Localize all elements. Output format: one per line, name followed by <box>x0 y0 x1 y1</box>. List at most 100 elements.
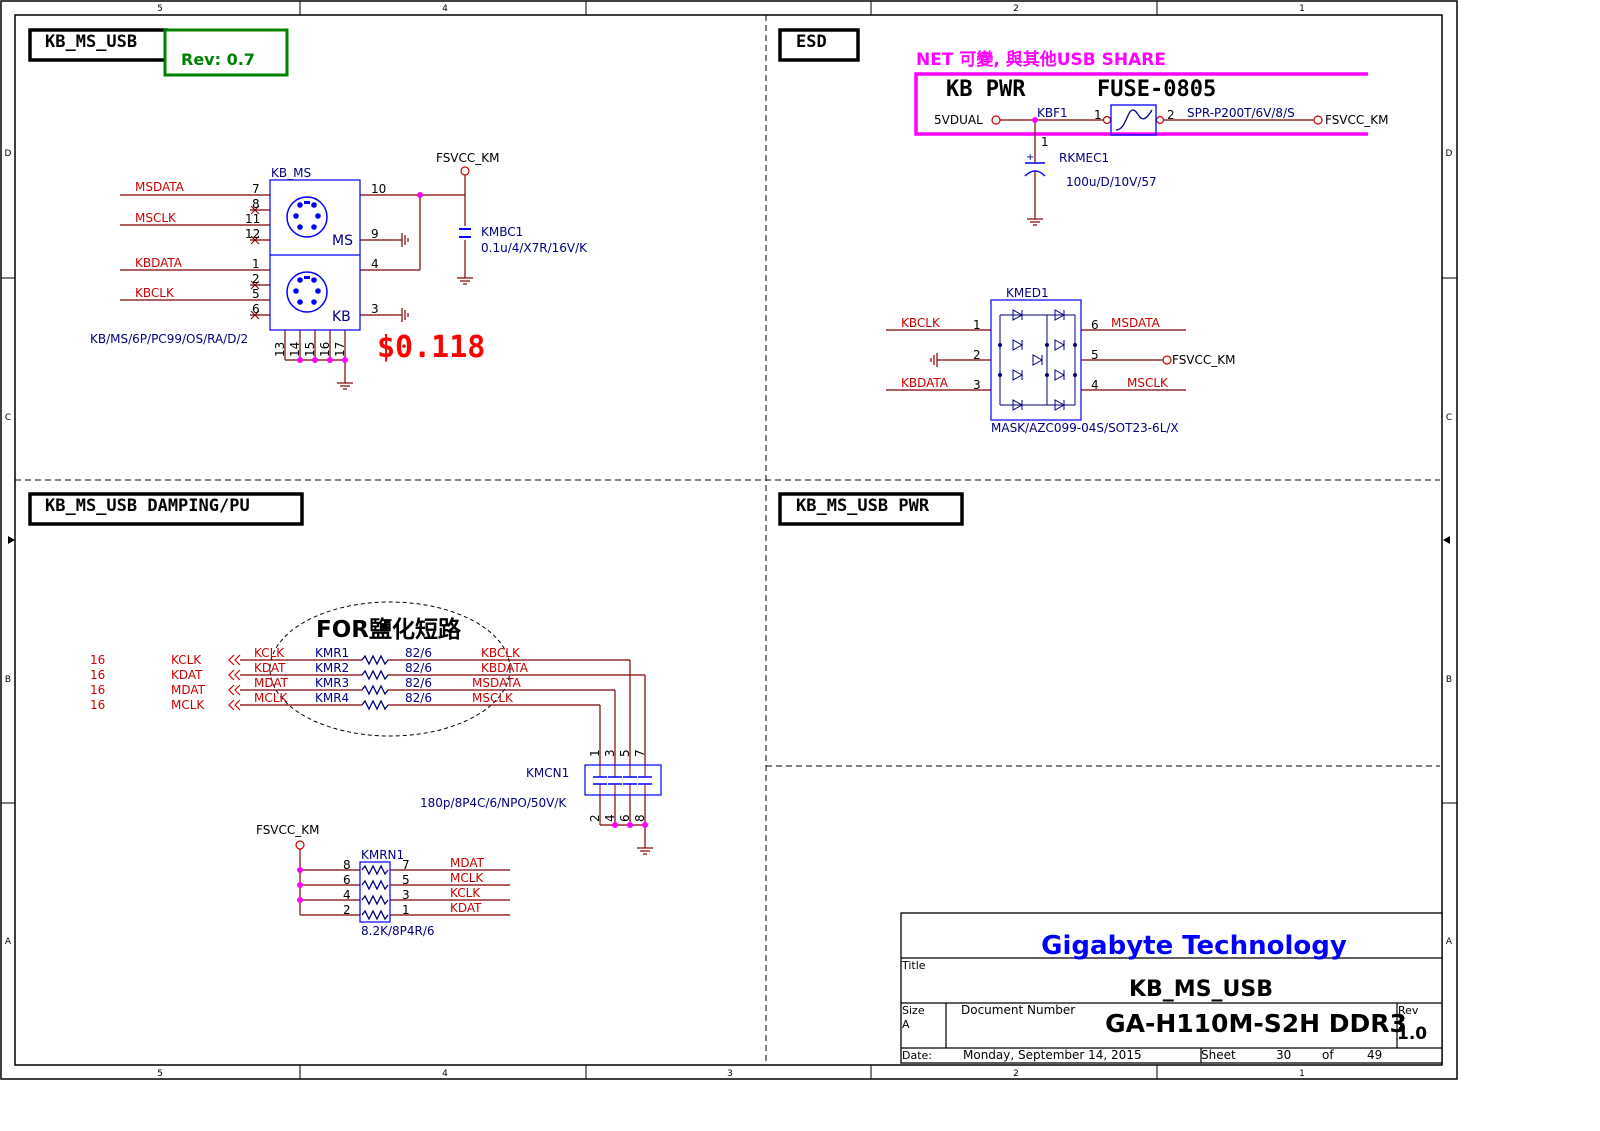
of-label: of <box>1322 1048 1334 1062</box>
title-block: Gigabyte Technology Title KB_MS_USB Size… <box>900 912 1443 1064</box>
border-row-label: C <box>1446 413 1452 423</box>
border-col-label: 1 <box>1299 4 1305 14</box>
net-label: MCLK <box>254 691 288 705</box>
pin-number: 1 <box>1041 135 1049 149</box>
resistor-value: 82/6 <box>405 691 432 705</box>
resistor-ref: KMR4 <box>315 691 349 705</box>
rev-note-box: Rev: 0.7 <box>163 28 289 77</box>
pin-number: 2 <box>1167 108 1175 122</box>
pin-number: 6 <box>618 814 632 822</box>
pin-number: 4 <box>343 888 351 902</box>
power-net-label: FSVCC_KM <box>436 151 500 165</box>
port-connector-icon <box>228 654 241 711</box>
pin-number: 8 <box>252 197 260 211</box>
border-col-label: 5 <box>157 1069 163 1079</box>
cap-ref: RKMEC1 <box>1059 151 1109 165</box>
pin-number: 6 <box>1091 318 1099 332</box>
pin-number: 4 <box>1091 378 1099 392</box>
fuse-circuit: NET 可變, 與其他USB SHARE KB PWR FUSE-0805 + <box>914 49 1389 226</box>
pin-number: 9 <box>371 227 379 241</box>
price-label: $0.118 <box>377 330 485 365</box>
border-col-label: 2 <box>1013 1069 1019 1079</box>
sheet-total: 49 <box>1367 1048 1382 1062</box>
border-col-label: 3 <box>727 1069 733 1079</box>
border-row-label: A <box>5 937 12 947</box>
ps2-mouse-port-icon <box>286 196 328 238</box>
pin-number: 3 <box>973 378 981 392</box>
resistor-value: 82/6 <box>405 646 432 660</box>
section-title-text: KB_MS_USB PWR <box>796 496 930 516</box>
svg-text:+: + <box>1026 152 1034 163</box>
pullup-circuit: FSVCC_KM KMRN1 8.2K/8P4R/6 8 6 4 2 7 5 3… <box>256 823 510 938</box>
size-label: Size <box>902 1004 925 1017</box>
net-label: MSDATA <box>1111 316 1161 330</box>
sheet-ref: 16 <box>90 683 105 697</box>
pin-number: 7 <box>633 749 647 757</box>
resistor-value: 82/6 <box>405 676 432 690</box>
drawing-frame: 5 4 2 1 5 4 3 2 1 D C B A D C B A <box>0 0 1458 1080</box>
power-net-label: FSVCC_KM <box>1172 353 1236 367</box>
tvs-diode-network-icon <box>999 314 1076 406</box>
document-number: GA-H110M-S2H DDR3 <box>1105 1009 1407 1038</box>
section-title-kb-ms-usb: KB_MS_USB <box>28 28 168 62</box>
net-label: MCLK <box>450 871 484 885</box>
border-row-label: D <box>1446 149 1453 159</box>
pin-number: 7 <box>252 182 260 196</box>
ps2-keyboard-port-icon <box>286 271 328 313</box>
pin-number: 2 <box>588 814 602 822</box>
net-label: MSDATA <box>135 180 185 194</box>
net-label: KBDATA <box>481 661 529 675</box>
section-title-esd: ESD <box>778 28 860 62</box>
resistor-ref: KMR2 <box>315 661 349 675</box>
pin-number: 1 <box>252 257 260 271</box>
pin-number: 16 <box>318 342 332 357</box>
sheet-ref: 16 <box>90 668 105 682</box>
section-title-text: KB_MS_USB <box>45 32 137 52</box>
sheet-ref: 16 <box>90 653 105 667</box>
pin-number: 6 <box>252 302 260 316</box>
pin-number: 2 <box>252 272 260 286</box>
sheet-ref: 16 <box>90 698 105 712</box>
pin-number: 2 <box>973 348 981 362</box>
net-label: KBDATA <box>901 376 949 390</box>
sheet-number: 30 <box>1276 1048 1291 1062</box>
net-label: MDAT <box>254 676 289 690</box>
border-col-label: 5 <box>157 4 163 14</box>
pin-number: 1 <box>588 749 602 757</box>
connector-ref: KB_MS <box>271 166 311 180</box>
net-label: KCLK <box>254 646 285 660</box>
pin-number: 15 <box>303 342 317 357</box>
power-net-label: 5VDUAL <box>934 113 983 127</box>
net-label: KBCLK <box>481 646 521 660</box>
border-row-label: A <box>1446 937 1453 947</box>
net-label: KCLK <box>450 886 481 900</box>
border-row-label: D <box>5 149 12 159</box>
rn-value: 8.2K/8P4R/6 <box>361 924 435 938</box>
rn-ref: KMRN1 <box>361 848 404 862</box>
net-label: KDAT <box>450 901 482 915</box>
net-label: KDAT <box>254 661 286 675</box>
pin-number: 7 <box>402 858 410 872</box>
fuse-ref: KBF1 <box>1037 106 1068 120</box>
net-label: MSCLK <box>135 211 177 225</box>
kb-pwr-label: KB PWR <box>946 77 1026 102</box>
pin-number: 5 <box>618 749 632 757</box>
pin-number: 3 <box>402 888 410 902</box>
share-note: NET 可變, 與其他USB SHARE <box>916 49 1166 70</box>
pin-number: 12 <box>245 227 260 241</box>
pin-number: 1 <box>1094 108 1102 122</box>
resistor-value: 82/6 <box>405 661 432 675</box>
port-label: MCLK <box>171 698 205 712</box>
damping-note: FOR鹽化短路 <box>316 616 462 643</box>
connector-part: KB/MS/6P/PC99/OS/RA/D/2 <box>90 332 248 346</box>
size-value: A <box>902 1018 910 1031</box>
section-title-pwr: KB_MS_USB PWR <box>778 492 964 526</box>
port-label: KCLK <box>171 653 202 667</box>
pin-number: 1 <box>402 903 410 917</box>
port-label: MDAT <box>171 683 206 697</box>
section-title-damping: KB_MS_USB DAMPING/PU <box>28 492 304 526</box>
company-name: Gigabyte Technology <box>1041 931 1347 961</box>
border-col-label: 1 <box>1299 1069 1305 1079</box>
section-title-text: ESD <box>796 32 827 52</box>
border-col-label: 4 <box>442 4 448 14</box>
